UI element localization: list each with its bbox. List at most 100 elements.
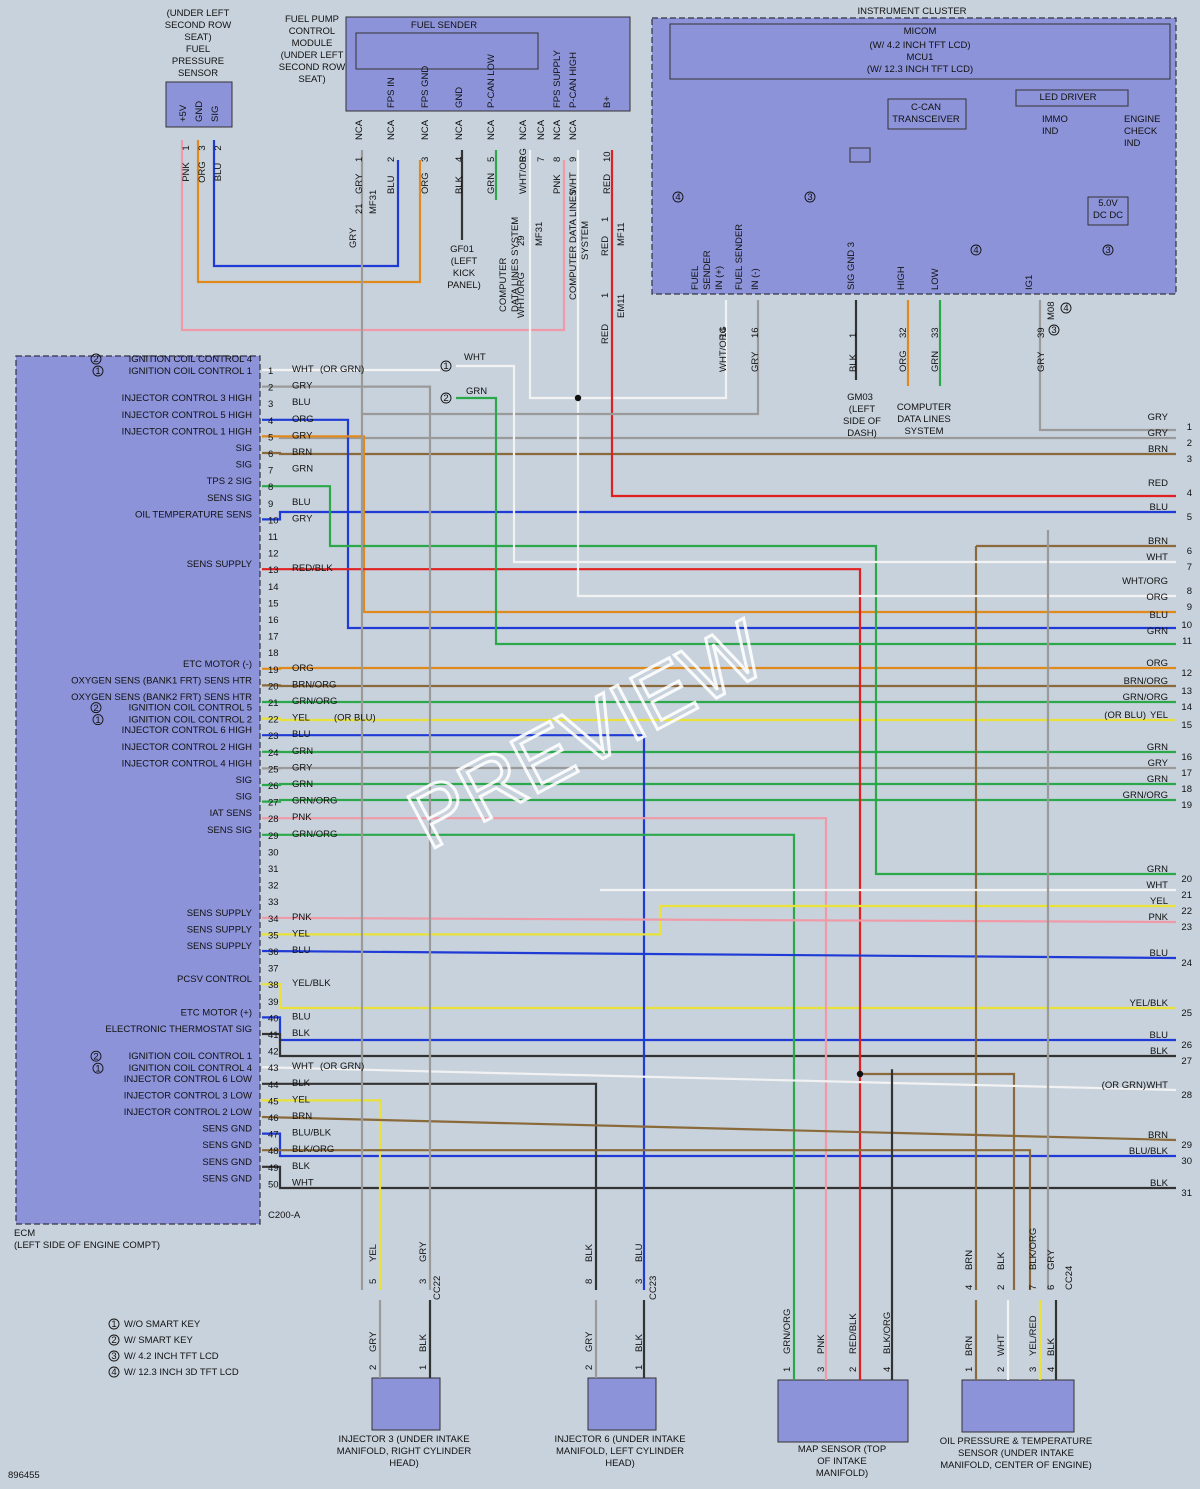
right-exit-number: 25 <box>1181 1008 1192 1019</box>
ecm-option-mark-num: 1 <box>95 366 100 377</box>
inj3-pin2-num: 1 <box>418 1365 429 1370</box>
wire-blu <box>262 510 1176 521</box>
fpcm-gry-label: GRY <box>348 227 359 248</box>
doc-id: 896455 <box>8 1470 40 1481</box>
wire-brn <box>262 684 1176 688</box>
ecm-pin-number: 31 <box>268 864 279 875</box>
ops-wire2-label: BLK <box>1046 1337 1057 1356</box>
ops-pin2-num: 1 <box>964 1367 975 1372</box>
ecm-pin-number: 8 <box>268 482 273 493</box>
ecm-pin-number: 43 <box>268 1063 279 1074</box>
ecm-function-label: ELECTRONIC THERMOSTAT SIG <box>105 1024 252 1035</box>
right-exit-wire-label: YEL <box>1150 710 1168 721</box>
ecm-pin-wire-label: WHT <box>292 1177 314 1188</box>
cl-mark-4a <box>672 191 684 203</box>
map-sensor-label: MANIFOLD) <box>816 1468 868 1479</box>
dcdc-1: 5.0V <box>1098 198 1118 209</box>
ecm-function-label: IGNITION COIL CONTROL 4 <box>129 1063 252 1074</box>
fps-pin-name: GND <box>194 101 205 122</box>
ecm-pin-number: 49 <box>268 1163 279 1174</box>
fps-location: (UNDER LEFT <box>167 8 230 19</box>
fpcm-wire-label: WHT/ORG <box>518 148 529 194</box>
ecm-pin-number: 44 <box>268 1080 279 1091</box>
legend-text: W/O SMART KEY <box>124 1319 201 1330</box>
ecm-function-label: IGNITION COIL CONTROL 1 <box>129 1051 252 1062</box>
legend-mark <box>108 1366 120 1378</box>
red-label-em11: RED <box>600 324 611 344</box>
ecm-pin-wire-label: ORG <box>292 414 314 425</box>
inj6-pin2-num: 2 <box>584 1365 595 1370</box>
fpcm-pin-num: 10 <box>602 151 613 162</box>
ecm-pin-number: 37 <box>268 964 279 975</box>
right-exit-number: 23 <box>1181 922 1192 933</box>
ops-wire-label: BLK <box>996 1251 1007 1270</box>
inj3-pin-num: 5 <box>368 1279 379 1284</box>
cl-mark-4c-num: 4 <box>1063 303 1068 314</box>
cluster-pin-num: 16 <box>750 327 761 338</box>
branch-mark-1 <box>440 360 452 372</box>
fpcm-location: (UNDER LEFT <box>281 50 344 61</box>
ccan-l2: TRANSCEIVER <box>892 114 960 125</box>
ecm-pin-number: 2 <box>268 383 273 394</box>
right-exit-wire-label: PNK <box>1148 912 1168 923</box>
right-exit-note: (OR GRN) <box>1102 1080 1146 1091</box>
branch-wht: WHT <box>464 352 486 363</box>
ecm-option-mark-num: 2 <box>93 354 98 365</box>
ops-pin2-num: 4 <box>1046 1367 1057 1372</box>
wire-blu <box>262 1016 1176 1042</box>
legend-mark-num: 1 <box>111 1319 116 1330</box>
right-exit-number: 5 <box>1187 512 1192 523</box>
cdls-1: COMPUTER <box>498 258 509 313</box>
fs-l1: FUEL <box>690 266 701 290</box>
map-wire-label: PNK <box>816 1334 827 1354</box>
ecm-pin-number: 28 <box>268 814 279 825</box>
ecm-pin-number: 14 <box>268 582 279 593</box>
ecm-option-mark-num: 1 <box>95 1063 100 1074</box>
right-exit-wire-label: WHT <box>1146 552 1168 563</box>
right-exit-wire-label: WHT/ORG <box>1122 576 1168 587</box>
right-exit-number: 19 <box>1181 800 1192 811</box>
cdls-2: DATA LINES SYSTEM <box>510 217 521 312</box>
high-label: HIGH <box>896 266 907 290</box>
ecm-function-label: INJECTOR CONTROL 2 HIGH <box>122 742 253 753</box>
right-exit-number: 1 <box>1187 422 1192 433</box>
fps-label: SENSOR <box>178 68 218 79</box>
branch-mark-1-num: 1 <box>443 361 448 372</box>
ecm-pin-wire-label: PNK <box>292 812 312 823</box>
fpcm-pin-num: 1 <box>354 157 365 162</box>
oil-pressure-sensor-label: SENSOR (UNDER INTAKE <box>958 1448 1074 1459</box>
right-exit-wire-label: WHT <box>1146 1080 1168 1091</box>
em11-num: 1 <box>600 293 611 298</box>
right-exit-wire-label: GRN/ORG <box>1123 790 1168 801</box>
wire-pnk-map <box>262 817 828 1380</box>
right-exit-number: 24 <box>1181 958 1192 969</box>
ecm-function-label: SENS SUPPLY <box>187 559 253 570</box>
right-exit-wire-label: GRY <box>1148 412 1169 423</box>
fps-pin-num: 3 <box>197 145 208 150</box>
wire-gry-fs <box>362 300 760 416</box>
oil-pressure-sensor-box <box>961 1379 1075 1433</box>
ops-wire-label: BLK/ORG <box>1028 1228 1039 1270</box>
ecm-pin-number: 27 <box>268 798 279 809</box>
cluster-label: INSTRUMENT CLUSTER <box>857 6 966 17</box>
cluster-wire-label: GRN <box>930 351 941 372</box>
ecm-pin-number: 48 <box>268 1146 279 1157</box>
fpcm-nca: NCA <box>568 119 579 140</box>
fps-pin-num: 2 <box>213 145 224 150</box>
ecm-option-mark-num: 1 <box>95 715 100 726</box>
ecm-pin-number: 24 <box>268 748 279 759</box>
right-exit-wire-label: ORG <box>1146 592 1168 603</box>
legend-text: W/ SMART KEY <box>124 1335 193 1346</box>
wire-wht-28 <box>261 1066 1177 1092</box>
right-exit-wire-label: BRN/ORG <box>1124 676 1168 687</box>
ecm-option-mark <box>92 1062 104 1074</box>
fpcm-pin-num: 2 <box>386 157 397 162</box>
fps-label: PRESSURE <box>172 56 224 67</box>
right-exit-number: 17 <box>1181 768 1192 779</box>
fpcm-location: SECOND ROW <box>279 62 346 73</box>
ecm-pin-wire-label: BLU <box>292 1011 311 1022</box>
ccan-l1: C-CAN <box>911 102 941 113</box>
ecm-function-label: IGNITION COIL CONTROL 5 <box>129 703 252 714</box>
cdls-7: SYSTEM <box>904 426 943 437</box>
